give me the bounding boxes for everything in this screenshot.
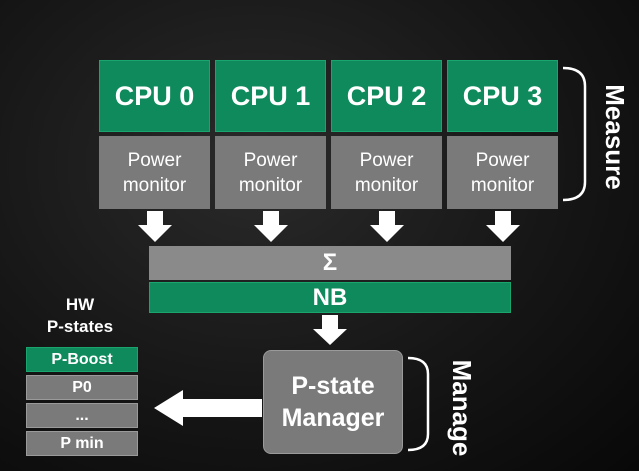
pstate-manager-line1: P-state	[291, 372, 375, 400]
pstate-boost: P-Boost	[26, 347, 138, 372]
arrow-down-icon	[313, 315, 347, 345]
pstate-boost-label: P-Boost	[51, 350, 113, 368]
pstate-pmin-label: P min	[60, 434, 104, 452]
arrow-down-icon	[138, 211, 172, 242]
cpu-1-label: CPU 1	[230, 80, 311, 111]
cpu-0-box: CPU 0	[99, 60, 210, 132]
pstate-pmin: P min	[26, 431, 138, 456]
arrow-left-icon	[154, 390, 262, 426]
pstate-ellipsis: ...	[26, 403, 138, 428]
measure-bracket-icon	[562, 66, 587, 202]
hw-pstates-title-line2: P-states	[46, 317, 114, 336]
power-monitor-1-line2: monitor	[238, 174, 303, 196]
arrow-down-icon	[486, 211, 520, 242]
power-monitor-1-line1: Power	[243, 149, 298, 171]
power-monitor-0: Power monitor	[99, 136, 210, 209]
cpu-0-label: CPU 0	[114, 80, 195, 111]
power-monitor-2-line2: monitor	[354, 174, 419, 196]
power-monitor-2-line1: Power	[359, 149, 414, 171]
nb-bar: NB	[149, 282, 511, 313]
power-monitor-2: Power monitor	[331, 136, 442, 209]
power-monitor-3-line1: Power	[475, 149, 530, 171]
sum-bar: Σ	[149, 246, 511, 280]
measure-label: Measure	[600, 84, 631, 190]
cpu-3-label: CPU 3	[462, 80, 543, 111]
pstate-ellipsis-label: ...	[75, 406, 89, 424]
hw-pstates-title: HW P-states	[20, 294, 140, 340]
power-monitor-1: Power monitor	[215, 136, 326, 209]
pstate-manager-line2: Manager	[281, 404, 385, 432]
power-monitor-0-line2: monitor	[122, 174, 187, 196]
pstate-p0: P0	[26, 375, 138, 400]
sum-label: Σ	[322, 249, 338, 276]
pstate-manager-box: P-state Manager	[263, 350, 403, 454]
manage-bracket-icon	[407, 356, 430, 452]
cpu-3-box: CPU 3	[447, 60, 558, 132]
cpu-2-box: CPU 2	[331, 60, 442, 132]
power-monitor-0-line1: Power	[127, 149, 182, 171]
cpu-1-box: CPU 1	[215, 60, 326, 132]
pstate-p0-label: P0	[72, 378, 92, 396]
arrow-down-icon	[254, 211, 288, 242]
nb-label: NB	[312, 283, 348, 311]
arrow-down-icon	[370, 211, 404, 242]
manage-label: Manage	[447, 359, 478, 457]
power-monitor-3: Power monitor	[447, 136, 558, 209]
hw-pstates-title-line1: HW	[65, 295, 95, 314]
cpu-2-label: CPU 2	[346, 80, 427, 111]
power-monitor-3-line2: monitor	[470, 174, 535, 196]
